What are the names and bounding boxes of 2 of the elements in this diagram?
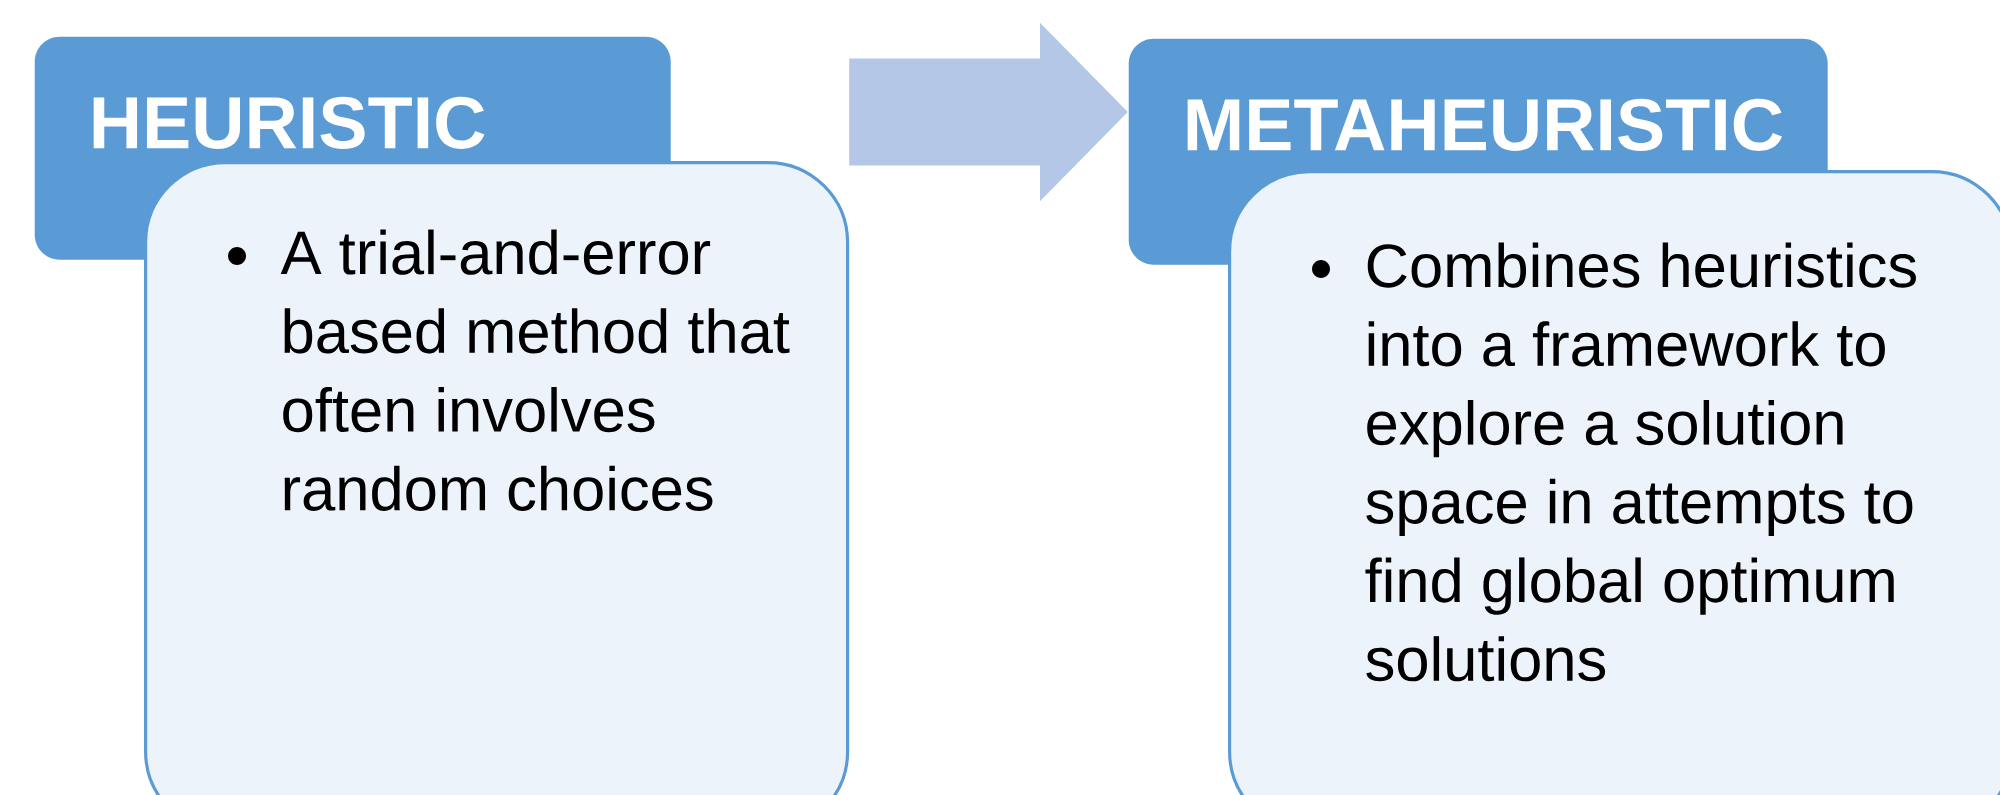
content-box: A trial-and-error based method that often involves random choices [144, 161, 850, 795]
content-box: Combines heuristics into a framework to explore a solution space in attempts to find global optimum solutions [1228, 170, 2000, 795]
